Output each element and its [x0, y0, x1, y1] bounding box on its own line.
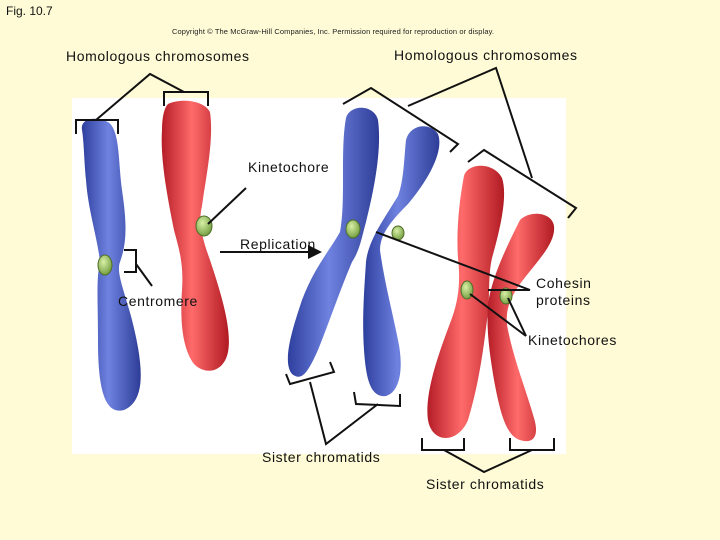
label-sister-chromatids-1: Sister chromatids [262, 449, 381, 465]
copyright-notice: Copyright © The McGraw-Hill Companies, I… [172, 27, 495, 36]
label-kinetochores: Kinetochores [528, 332, 617, 348]
leader-homologous-left [95, 72, 185, 121]
leader-centromere [135, 263, 153, 287]
label-sister-chromatids-2: Sister chromatids [426, 476, 545, 492]
chromosome-red-unreplicated [161, 100, 229, 371]
bracket-sister-red-2 [509, 438, 555, 451]
leader-homologous-right [407, 66, 533, 179]
label-cohesin-line1: Cohesin [536, 275, 592, 291]
bracket-sister-red [421, 438, 465, 451]
chromatid-blue-right [363, 126, 440, 397]
arrowhead-replication [308, 245, 322, 259]
kinetochore-blue-replicated-left [345, 219, 361, 239]
label-kinetochore: Kinetochore [248, 159, 330, 175]
chromatid-blue-left [287, 107, 380, 377]
bracket-right-red [467, 148, 578, 219]
bracket-left-red [163, 91, 209, 106]
label-centromere: Centromere [118, 293, 198, 309]
kinetochore-blue-unreplicated [97, 254, 113, 276]
bracket-centromere [124, 249, 137, 273]
label-cohesin-proteins: Cohesin proteins [536, 275, 592, 309]
annotation-lines [75, 66, 578, 474]
label-homologous-right: Homologous chromosomes [394, 47, 578, 63]
label-replication: Replication [240, 236, 316, 252]
kinetochore-red-unreplicated [195, 215, 213, 237]
leader-kinetochores-2 [507, 297, 527, 337]
label-cohesin-line2: proteins [536, 292, 591, 308]
chromatid-red-left [427, 165, 505, 438]
leader-kinetochores [469, 293, 527, 337]
label-homologous-left: Homologous chromosomes [66, 48, 250, 64]
kinetochore-red-replicated-left [460, 280, 474, 300]
leader-kinetochore [207, 187, 247, 225]
leader-sister-red [443, 449, 533, 474]
leader-sister-blue [309, 381, 379, 446]
bracket-right-blue [342, 86, 460, 153]
leader-cohesin [375, 231, 531, 291]
chromatid-red-right [487, 213, 555, 442]
figure-number: Fig. 10.7 [6, 4, 53, 18]
bracket-sister-blue-left [285, 361, 336, 386]
